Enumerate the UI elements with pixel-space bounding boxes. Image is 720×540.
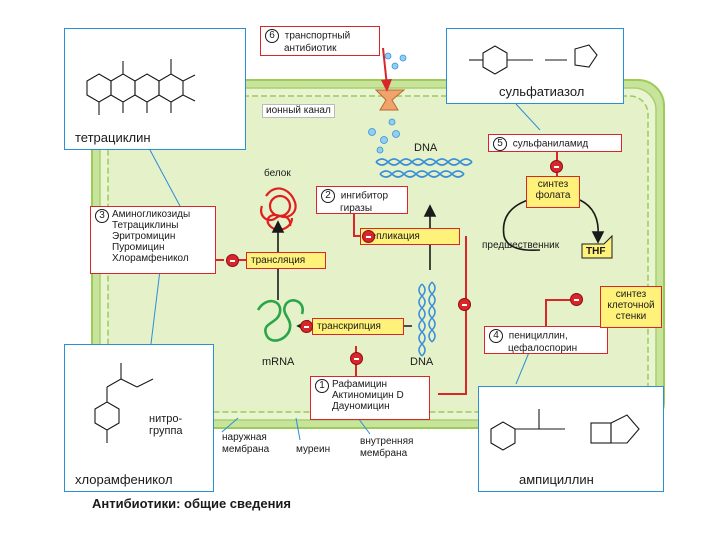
number-4-icon: 4 bbox=[489, 329, 503, 343]
gyrase-line2: гиразы bbox=[340, 203, 373, 214]
penicillin-line2: цефалоспорин bbox=[508, 343, 578, 354]
tetracycline-panel: тетрациклин bbox=[64, 28, 246, 150]
wall-line1: синтез bbox=[615, 289, 647, 300]
chloramphenicol-panel: нитро- группа хлорамфеникол bbox=[64, 344, 214, 492]
wall-line3: стенки bbox=[615, 311, 647, 322]
ion-channel-label: ионный канал bbox=[262, 104, 335, 118]
precursor-label: предшественник bbox=[482, 240, 560, 251]
inhibit-icon bbox=[362, 230, 375, 243]
list-item: Эритромицин bbox=[112, 231, 176, 242]
number-3-icon: 3 bbox=[95, 209, 109, 223]
ion-channel-icon bbox=[374, 89, 406, 111]
sulfonamide-box: 5 сульфаниламид bbox=[488, 134, 622, 152]
inhibit-icon bbox=[570, 293, 583, 306]
rifamycin-list: Рафамицин Актиномицин D Дауномицин bbox=[332, 379, 404, 412]
transport-line2: антибиотик bbox=[284, 43, 337, 54]
dna-helix-bottom bbox=[418, 281, 436, 357]
transcription-box: транскрипция bbox=[312, 318, 404, 335]
folate-line2: фолата bbox=[535, 190, 571, 201]
inhibit-icon bbox=[300, 320, 313, 333]
transport-antibiotic-box: 6 транспортный антибиотик bbox=[260, 26, 380, 56]
number-2-icon: 2 bbox=[321, 189, 335, 203]
ampicillin-structure bbox=[490, 409, 640, 451]
sulfonamide-text: сульфаниламид bbox=[512, 138, 589, 150]
mrna-label: mRNA bbox=[262, 356, 295, 368]
number-5-icon: 5 bbox=[493, 137, 507, 151]
protein-label: белок bbox=[264, 168, 291, 179]
rifamycin-box: 1 Рафамицин Актиномицин D Дауномицин bbox=[310, 376, 430, 420]
sulfathiazole-panel: сульфатиазол bbox=[446, 28, 624, 104]
dna-top-label: DNA bbox=[414, 142, 438, 154]
chloramphenicol-label: хлорамфеникол bbox=[75, 472, 173, 487]
outer-membrane-label-1: наружная bbox=[222, 432, 267, 443]
folate-synthesis-box: синтез фолата bbox=[526, 176, 580, 208]
aminoglycosides-list: Аминогликозиды Тетрациклины Эритромицин … bbox=[112, 209, 190, 264]
aminoglycosides-box: 3 Аминогликозиды Тетрациклины Эритромици… bbox=[90, 206, 216, 274]
thf-label: THF bbox=[586, 246, 606, 257]
chloramphenicol-structure bbox=[94, 363, 154, 443]
penicillin-line1: пенициллин, bbox=[508, 330, 568, 342]
outer-membrane-label-2: мембрана bbox=[222, 444, 270, 455]
thf-shape bbox=[581, 234, 613, 259]
gyrase-inhibitor-box: 2 ингибитор гиразы bbox=[316, 186, 408, 214]
sulfathiazole-label: сульфатиазол bbox=[499, 84, 585, 99]
tetracycline-structure bbox=[86, 59, 196, 115]
translation-label: трансляция bbox=[251, 255, 306, 266]
transcription-label: транскрипция bbox=[317, 321, 381, 332]
translation-box: трансляция bbox=[246, 252, 326, 269]
list-item: Хлорамфеникол bbox=[112, 253, 189, 264]
nitro-group-line1: нитро- bbox=[149, 413, 183, 425]
folate-line1: синтез bbox=[537, 179, 569, 190]
replication-box: репликация bbox=[360, 228, 460, 245]
list-item: Рафамицин bbox=[332, 379, 387, 390]
inhibit-icon bbox=[350, 352, 363, 365]
gyrase-line1: ингибитор bbox=[340, 190, 389, 202]
dna-bottom-label: DNA bbox=[410, 356, 434, 368]
inhibit-icon bbox=[550, 160, 563, 173]
mrna-icon bbox=[256, 299, 304, 342]
number-1-icon: 1 bbox=[315, 379, 329, 393]
dna-helix-top bbox=[375, 158, 473, 178]
inner-membrane-label-1: внутренняя bbox=[360, 436, 414, 447]
replication-label: репликация bbox=[365, 231, 420, 242]
list-item: Тетрациклины bbox=[112, 220, 179, 231]
murein-label: муреин bbox=[296, 444, 331, 455]
tetracycline-label: тетрациклин bbox=[75, 130, 151, 145]
antibiotic-molecules bbox=[368, 52, 407, 154]
inhibit-icon bbox=[226, 254, 239, 267]
inner-membrane-label-2: мембрана bbox=[360, 448, 408, 459]
list-item: Актиномицин D bbox=[332, 390, 404, 401]
diagram-caption: Антибиотики: общие сведения bbox=[92, 496, 291, 511]
number-6-icon: 6 bbox=[265, 29, 279, 43]
list-item: Пуромицин bbox=[112, 242, 165, 253]
ampicillin-label: ампициллин bbox=[519, 472, 594, 487]
list-item: Дауномицин bbox=[332, 401, 390, 412]
list-item: Аминогликозиды bbox=[112, 209, 191, 220]
ampicillin-panel: ампициллин bbox=[478, 386, 664, 492]
penicillin-box: 4 пенициллин, цефалоспорин bbox=[484, 326, 608, 354]
transport-line1: транспортный bbox=[284, 30, 351, 42]
inhibit-icon bbox=[458, 298, 471, 311]
wall-line2: клеточной bbox=[607, 300, 655, 311]
sulfathiazole-structure bbox=[469, 44, 598, 75]
cell-wall-synthesis-box: синтез клеточной стенки bbox=[600, 286, 662, 328]
callout-lines bbox=[149, 103, 541, 441]
nitro-group-line2: группа bbox=[149, 425, 183, 437]
